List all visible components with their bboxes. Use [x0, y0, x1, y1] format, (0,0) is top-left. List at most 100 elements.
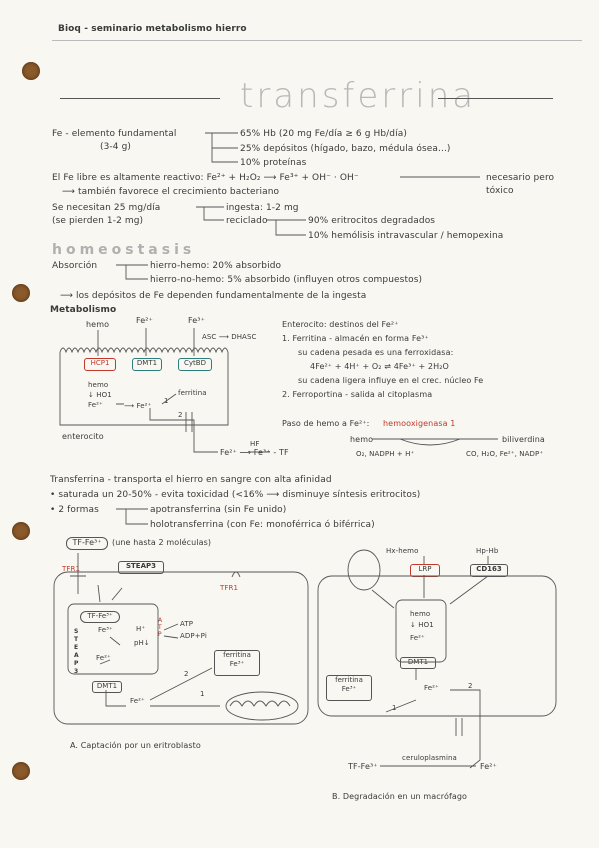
paso-title: Paso de hemo a Fe²⁺:	[282, 419, 370, 428]
enterocyte-ferritina: ferritina	[178, 389, 207, 397]
fe-branch3: 10% proteínas	[240, 158, 307, 168]
header-rule	[52, 40, 582, 41]
hf-label: HF	[250, 440, 260, 448]
cytosol-fe2: Fe²⁺	[130, 697, 145, 705]
asc-label: ASC ⟶ DHASC	[202, 333, 257, 341]
endocytosis-arrows	[97, 584, 123, 603]
fe-line1b: (3-4 g)	[100, 142, 131, 152]
out-tf-fe: TF-Fe³⁺	[348, 762, 378, 771]
ferritina-box-a: ferritina Fe³⁺	[214, 650, 260, 676]
path-2-b: 2	[468, 682, 473, 690]
erythroblast-cell	[53, 571, 309, 725]
enterocyte-fe2-pool: ⟶ Fe²⁺	[124, 402, 152, 410]
forms-brace	[116, 508, 148, 525]
blood-output: Fe²⁺ ⟶ Fe³⁺ - TF	[220, 448, 289, 457]
macrophage-endosome	[395, 599, 447, 663]
paso-hemo: hemo	[350, 435, 374, 444]
depositos-line: ⟶ los depósitos de Fe dependen fundament…	[60, 291, 367, 301]
tfr1-receptor-right	[231, 571, 241, 578]
fe-free2: ⟶ también favorece el crecimiento bacter…	[62, 187, 280, 197]
macrophage-flow	[385, 668, 481, 769]
macrophage-ho1: ↓ HO1	[410, 621, 434, 629]
macrophage-fe2-cyt: Fe²⁺	[424, 684, 439, 692]
enterocyte-membrane	[59, 352, 229, 426]
paso-reactants: O₂, NADPH + H⁺	[356, 450, 415, 458]
enterocyte-hemo: hemo	[88, 381, 109, 389]
enterocyte-ho1: ↓ HO1	[88, 391, 112, 399]
endosome-fe2: Fe²⁺	[96, 654, 111, 662]
page-title: transferrina	[240, 76, 477, 116]
paso-products: CO, H₂O, Fe²⁺, NADP⁺	[466, 450, 544, 458]
absorcion-label: Absorción	[52, 261, 98, 271]
reciclado-brace	[266, 219, 306, 236]
page-header: Bioq - seminario metabolismo hierro	[58, 24, 247, 34]
binder-hole	[12, 762, 30, 780]
caption-a: A. Captación por un eritroblasto	[70, 741, 201, 750]
fe-branch1: 65% Hb (20 mg Fe/día ≥ 6 g Hb/día)	[240, 129, 407, 139]
hcp1-transporter: HCP1	[84, 358, 116, 371]
transferrina-line2: • saturada un 20-50% - evita toxicidad (…	[50, 490, 421, 500]
binder-hole	[22, 62, 40, 80]
cytbd-enzyme: CytBD	[178, 358, 212, 371]
hemo-oxygenase-arrow	[372, 438, 498, 446]
metabolismo-heading: Metabolismo	[50, 305, 117, 315]
fe-free1: El Fe libre es altamente reactivo: Fe²⁺ …	[52, 173, 359, 183]
homeostasis-heading: homeostasis	[52, 242, 196, 258]
macrophage-cell	[317, 575, 557, 717]
absorcion-no-hemo: hierro-no-hemo: 5% absorbido (influyen o…	[150, 275, 423, 285]
enterocyte-flow	[116, 393, 218, 453]
destino-1a: su cadena pesada es una ferroxidasa:	[298, 348, 454, 357]
fe-free-note: necesario pero tóxico	[486, 173, 555, 196]
caption-b: B. Degradación en un macrófago	[332, 792, 468, 801]
fe-ingesta: ingesta: 1-2 mg	[226, 203, 299, 213]
absorcion-brace	[116, 264, 148, 280]
binder-hole	[12, 284, 30, 302]
path-1-b: 1	[392, 704, 397, 712]
fe-branch2: 25% depósitos (hígado, bazo, médula ósea…	[240, 144, 451, 154]
endosome	[67, 603, 159, 675]
h-plus: H⁺	[136, 625, 146, 633]
hx-hemo: Hx-hemo	[386, 547, 419, 555]
title-rule-left	[60, 98, 220, 99]
macrophage-uptake	[371, 556, 489, 609]
title-rule-right	[438, 98, 553, 99]
lumen-fe2: Fe²⁺	[136, 316, 153, 325]
fe-reciclado: reciclado	[226, 216, 268, 226]
form-apo: apotransferrina (sin Fe unido)	[150, 505, 287, 515]
tf-fe-note: (une hasta 2 moléculas)	[112, 538, 212, 547]
out-fe2: Fe²⁺	[480, 762, 497, 771]
fe-distribution-brace	[205, 132, 238, 163]
binder-hole	[12, 522, 30, 540]
fe-need1: Se necesitan 25 mg/día	[52, 203, 161, 213]
atp-label: ATP	[180, 620, 194, 628]
adp-label: ADP+Pi	[180, 632, 207, 640]
ferritina-box-b: ferritina Fe³⁺	[326, 675, 372, 701]
dmt1-transporter: DMT1	[132, 358, 162, 371]
tfr1-label-left: TFR1	[62, 565, 81, 573]
macrophage-hemo: hemo	[410, 610, 431, 618]
destino-1: 1. Ferritina - almacén en forma Fe³⁺	[282, 334, 429, 343]
dmt1-endosome: DMT1	[92, 681, 122, 693]
fe-line1: Fe - elemento fundamental	[52, 129, 177, 139]
cd163-receptor: CD163	[470, 564, 508, 577]
atp-pump: A T P	[158, 617, 163, 638]
destino-2: 2. Ferroportina - salida al citoplasma	[282, 390, 433, 399]
steap3-box: STEAP3	[118, 561, 164, 574]
paso-enzyme: hemooxigenasa 1	[383, 419, 456, 428]
endosome-tf-fe: TF-Fe³⁺	[80, 611, 120, 623]
endosome-fe3: Fe³⁺	[98, 626, 113, 634]
ph-label: pH↓	[134, 639, 150, 647]
path-2-a: 2	[184, 670, 189, 678]
tfr1-label-right: TFR1	[220, 584, 239, 592]
mitochondrion	[225, 691, 299, 721]
enterocito-label: enterocito	[62, 432, 104, 441]
microvilli	[59, 347, 229, 354]
paso-biliverdina: biliverdina	[502, 435, 545, 444]
destino-1c: su cadena ligera influye en el crec. núc…	[298, 376, 484, 385]
absorcion-hemo: hierro-hemo: 20% absorbido	[150, 261, 282, 271]
mitochondrion-cristae	[229, 700, 291, 707]
ferroportin-channel	[185, 412, 193, 432]
tf-fe-badge: TF-Fe³⁺	[66, 537, 108, 550]
